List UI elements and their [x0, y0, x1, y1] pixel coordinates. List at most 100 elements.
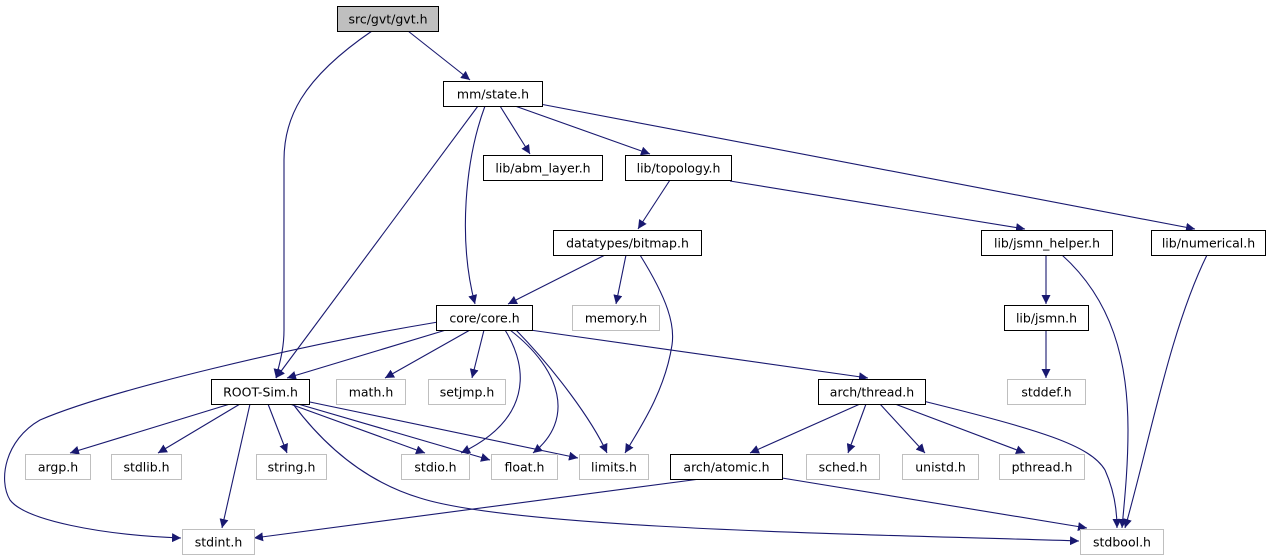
edge-mm-state-h-to-root-sim-h	[275, 105, 479, 379]
node-arch-atomic-h[interactable]: arch/atomic.h	[670, 454, 783, 480]
node-float-h: float.h	[491, 454, 558, 480]
edge-root-sim-h-to-string-h	[267, 403, 288, 454]
node-lib-topology-h[interactable]: lib/topology.h	[625, 155, 732, 181]
node-label: stdlib.h	[123, 460, 169, 475]
node-lib-jsmn-h[interactable]: lib/jsmn.h	[1004, 305, 1089, 331]
node-box	[579, 454, 649, 480]
node-lib-jsmn-helper-h[interactable]: lib/jsmn_helper.h	[981, 230, 1113, 256]
node-box	[401, 454, 470, 480]
edge-arch-thread-h-to-sched-h	[846, 403, 867, 454]
edge-core-core-h-to-arch-thread-h	[529, 329, 869, 382]
node-box	[625, 155, 732, 181]
edge-src-gvt-gvt-h-to-mm-state-h	[407, 30, 471, 81]
edge-mm-state-h-to-lib-numerical-h	[539, 103, 1196, 232]
edge-root-sim-h-to-argp-h	[69, 403, 231, 455]
node-label: stdbool.h	[1093, 535, 1151, 550]
node-datatypes-bitmap-h[interactable]: datatypes/bitmap.h	[553, 230, 702, 256]
edge-arch-atomic-h-to-stdbool-h	[781, 477, 1088, 531]
edge-root-sim-h-to-float-h	[297, 403, 491, 462]
node-box	[902, 454, 979, 480]
edge-lib-topology-h-to-datatypes-bitmap-h	[637, 179, 671, 230]
node-box	[670, 454, 783, 480]
edge-src-gvt-gvt-h-to-root-sim-h	[273, 30, 373, 379]
edge-root-sim-h-to-stdlib-h	[157, 403, 241, 454]
node-label: memory.h	[585, 311, 647, 326]
edge-lib-jsmn-helper-h-to-stdbool-h	[1061, 254, 1129, 529]
node-stdlib-h: stdlib.h	[111, 454, 182, 480]
node-root-sim-h[interactable]: ROOT-Sim.h	[211, 379, 310, 405]
node-label: lib/numerical.h	[1162, 236, 1255, 251]
node-box	[999, 454, 1085, 480]
edge-core-core-h-to-setjmp-h	[469, 329, 485, 379]
node-label: stdint.h	[195, 535, 243, 550]
node-argp-h: argp.h	[25, 454, 91, 480]
node-box	[981, 230, 1113, 256]
node-label: arch/thread.h	[830, 385, 914, 400]
edge-arch-thread-h-to-pthread-h	[894, 403, 1026, 455]
node-src-gvt-gvt-h[interactable]: src/gvt/gvt.h	[337, 6, 439, 32]
node-label: stddef.h	[1021, 385, 1071, 400]
edge-root-sim-h-to-limits-h	[304, 400, 579, 461]
node-limits-h: limits.h	[579, 454, 649, 480]
node-arch-thread-h[interactable]: arch/thread.h	[818, 379, 926, 405]
node-setjmp-h: setjmp.h	[428, 379, 506, 405]
node-unistd-h: unistd.h	[902, 454, 979, 480]
node-box	[553, 230, 702, 256]
node-stdbool-h: stdbool.h	[1080, 529, 1164, 555]
node-sched-h: sched.h	[806, 454, 880, 480]
node-box	[25, 454, 91, 480]
edge-arch-thread-h-to-unistd-h	[879, 403, 926, 454]
node-label: limits.h	[591, 460, 637, 475]
node-label: mm/state.h	[457, 87, 529, 102]
edges-layer	[4, 30, 1208, 546]
edge-root-sim-h-to-stdint-h	[219, 403, 251, 529]
node-box	[1080, 529, 1164, 555]
edge-core-core-h-to-stdint-h	[4, 321, 439, 543]
node-label: argp.h	[38, 460, 78, 475]
node-box	[1151, 230, 1266, 256]
node-label: float.h	[505, 460, 545, 475]
edge-core-core-h-to-root-sim-h	[286, 329, 447, 380]
node-box	[211, 379, 310, 405]
node-lib-numerical-h[interactable]: lib/numerical.h	[1151, 230, 1266, 256]
node-box	[256, 454, 327, 480]
edge-lib-topology-h-to-lib-jsmn-helper-h	[729, 180, 1026, 232]
node-label: lib/topology.h	[637, 161, 721, 176]
edge-core-core-h-to-limits-h	[515, 329, 608, 454]
node-box	[436, 305, 533, 331]
node-label: lib/jsmn_helper.h	[994, 236, 1100, 251]
node-math-h: math.h	[336, 379, 406, 405]
node-box	[336, 379, 406, 405]
edge-datatypes-bitmap-h-to-core-core-h	[507, 254, 606, 305]
node-label: lib/jsmn.h	[1016, 311, 1077, 326]
edge-mm-state-h-to-core-core-h	[464, 105, 486, 305]
node-lib-abm-layer-h[interactable]: lib/abm_layer.h	[483, 155, 603, 181]
node-core-core-h[interactable]: core/core.h	[436, 305, 533, 331]
edge-root-sim-h-to-stdbool-h	[292, 403, 1080, 546]
node-label: datatypes/bitmap.h	[566, 236, 689, 251]
node-label: string.h	[268, 460, 316, 475]
edge-datatypes-bitmap-h-to-memory-h	[613, 254, 627, 305]
node-label: setjmp.h	[440, 385, 495, 400]
node-label: src/gvt/gvt.h	[348, 12, 427, 27]
node-string-h: string.h	[256, 454, 327, 480]
node-label: stdio.h	[414, 460, 456, 475]
node-stdio-h: stdio.h	[401, 454, 470, 480]
node-stddef-h: stddef.h	[1007, 379, 1086, 405]
node-box	[491, 454, 558, 480]
edge-core-core-h-to-stdio-h	[460, 329, 521, 454]
node-mm-state-h[interactable]: mm/state.h	[443, 81, 543, 107]
node-box	[818, 379, 926, 405]
node-memory-h: memory.h	[572, 305, 660, 331]
node-box	[428, 379, 506, 405]
node-label: unistd.h	[915, 460, 966, 475]
node-label: arch/atomic.h	[683, 460, 769, 475]
edge-mm-state-h-to-lib-abm-layer-h	[499, 105, 531, 155]
edge-arch-atomic-h-to-stdint-h	[253, 478, 701, 542]
edge-core-core-h-to-math-h	[384, 329, 471, 379]
node-label: ROOT-Sim.h	[223, 385, 298, 400]
node-box	[337, 6, 439, 32]
